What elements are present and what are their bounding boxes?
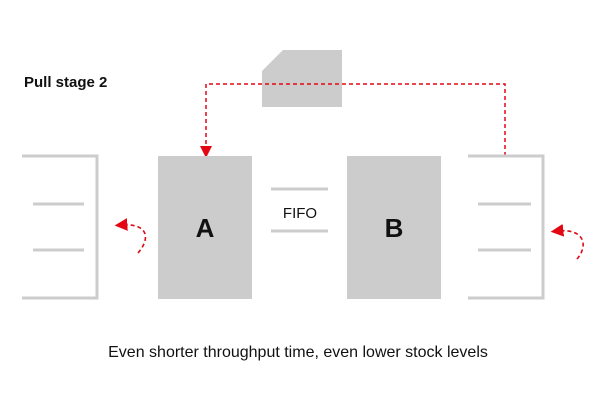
kanban-signal-line bbox=[200, 83, 506, 158]
left-supermarket-rack bbox=[22, 154, 99, 300]
process-b-box bbox=[347, 156, 441, 299]
diagram-title: Pull stage 2 bbox=[24, 74, 107, 91]
diagram-caption: Even shorter throughput time, even lower… bbox=[108, 344, 488, 361]
process-a-box bbox=[158, 156, 252, 299]
right-supermarket-rack bbox=[468, 154, 545, 300]
kanban-card-icon bbox=[262, 50, 342, 107]
circular-replenish-arrow-icon bbox=[114, 218, 147, 254]
circular-replenish-arrow-icon bbox=[550, 223, 584, 260]
fifo-label: FIFO bbox=[283, 205, 317, 222]
process-b-label: B bbox=[385, 213, 404, 243]
process-a-label: A bbox=[196, 213, 215, 243]
